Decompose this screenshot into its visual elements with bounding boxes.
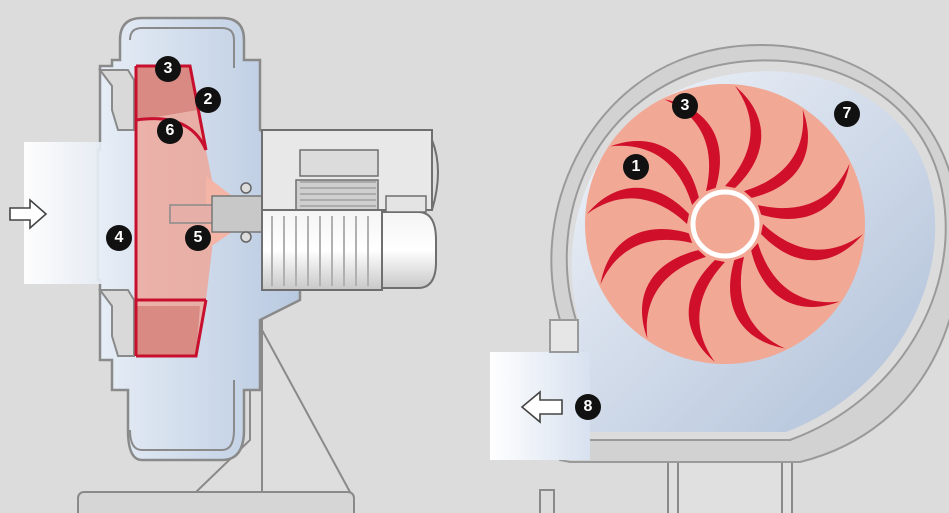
base-plate-left bbox=[78, 492, 354, 513]
callout-4: 4 bbox=[106, 225, 132, 251]
callout-2: 2 bbox=[195, 87, 221, 113]
callout-7: 7 bbox=[834, 101, 860, 127]
electric-motor bbox=[262, 130, 438, 290]
base-plate-right bbox=[668, 462, 792, 513]
callout-3-left: 3 bbox=[155, 56, 181, 82]
impeller-hub-ring bbox=[693, 192, 757, 256]
callout-3-right: 3 bbox=[672, 93, 698, 119]
callout-8: 8 bbox=[575, 394, 601, 420]
callout-1: 1 bbox=[623, 154, 649, 180]
callout-6: 6 bbox=[157, 118, 183, 144]
callout-5: 5 bbox=[185, 225, 211, 251]
